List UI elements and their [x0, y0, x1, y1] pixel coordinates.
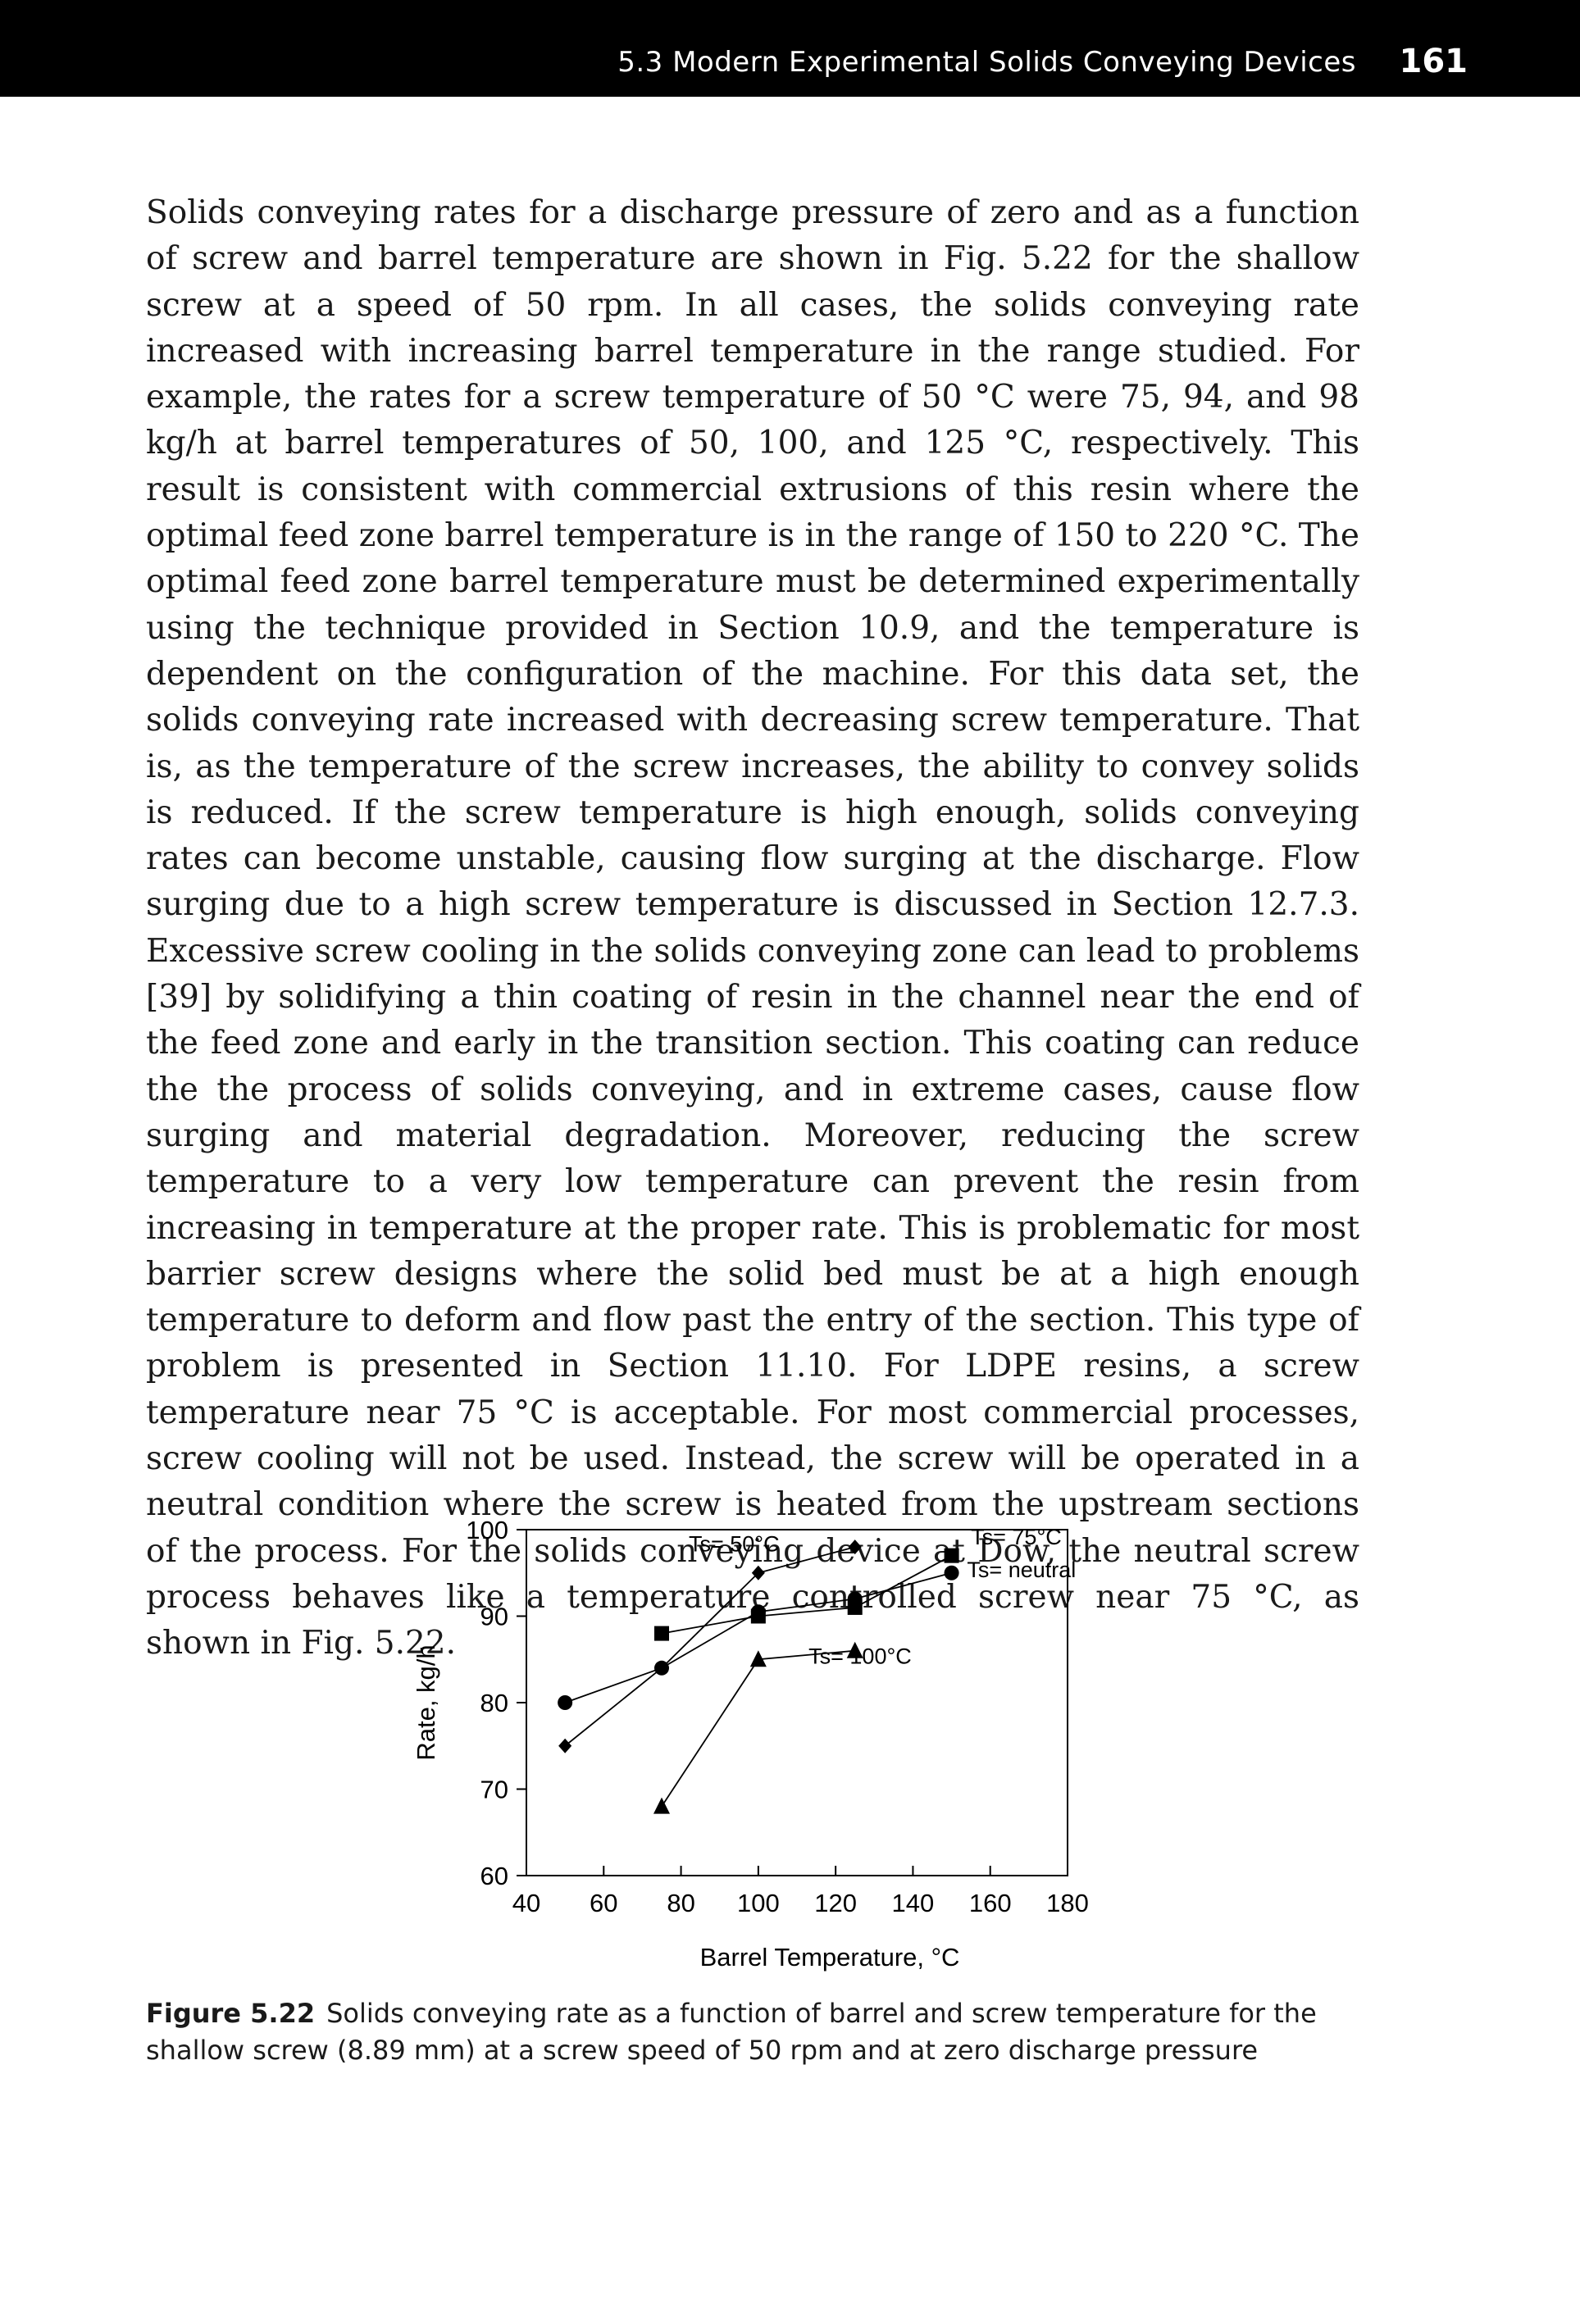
data-point-square [654, 1626, 669, 1641]
y-tick-label: 90 [480, 1603, 508, 1631]
data-point-diamond [558, 1738, 572, 1753]
chart-series-lines [564, 1546, 952, 1808]
series-annotation: Ts= 75°C [971, 1525, 1062, 1549]
x-tick-label: 100 [737, 1889, 780, 1917]
x-tick-label: 160 [969, 1889, 1012, 1917]
data-point-square [944, 1548, 959, 1563]
y-axis-label: Rate, kg/h [412, 1644, 440, 1760]
x-tick-label: 140 [892, 1889, 935, 1917]
caption-label: Figure 5.22 [146, 1998, 316, 2029]
x-tick-label: 80 [667, 1889, 694, 1917]
body-paragraph: Solids conveying rates for a discharge p… [146, 194, 1359, 1662]
data-point-circle [847, 1591, 863, 1607]
y-tick-label: 60 [480, 1862, 508, 1890]
data-point-triangle [749, 1650, 767, 1667]
data-point-diamond [848, 1539, 862, 1555]
running-header: 5.3 Modern Experimental Solids Conveying… [0, 0, 1580, 97]
y-tick-label: 70 [480, 1776, 508, 1804]
chart-series-markers [558, 1539, 959, 1814]
x-tick-label: 60 [590, 1889, 617, 1917]
caption-text: Solids conveying rate as a function of b… [146, 1998, 1317, 2066]
y-tick-label: 80 [480, 1689, 508, 1717]
y-tick-label: 100 [466, 1516, 508, 1544]
data-point-circle [750, 1604, 766, 1620]
series-line [564, 1571, 952, 1703]
data-point-circle [558, 1695, 573, 1710]
x-tick-label: 120 [814, 1889, 857, 1917]
series-line [564, 1546, 855, 1747]
data-point-triangle [653, 1797, 670, 1814]
x-axis-label: Barrel Temperature, °C [700, 1943, 960, 1972]
series-annotation: Ts= 100°C [808, 1644, 912, 1669]
data-point-triangle [846, 1641, 863, 1658]
series-line [661, 1649, 855, 1808]
x-tick-label: 180 [1046, 1889, 1089, 1917]
data-point-circle [654, 1660, 669, 1676]
page-number: 161 [1399, 43, 1468, 80]
series-annotation: Ts= 50°C [689, 1531, 780, 1556]
series-line [661, 1554, 952, 1635]
data-point-circle [944, 1565, 959, 1580]
data-point-diamond [751, 1565, 765, 1580]
x-tick-label: 40 [512, 1889, 540, 1917]
series-annotation: Ts= neutral [967, 1558, 1076, 1582]
running-header-title: 5.3 Modern Experimental Solids Conveying… [617, 46, 1356, 79]
